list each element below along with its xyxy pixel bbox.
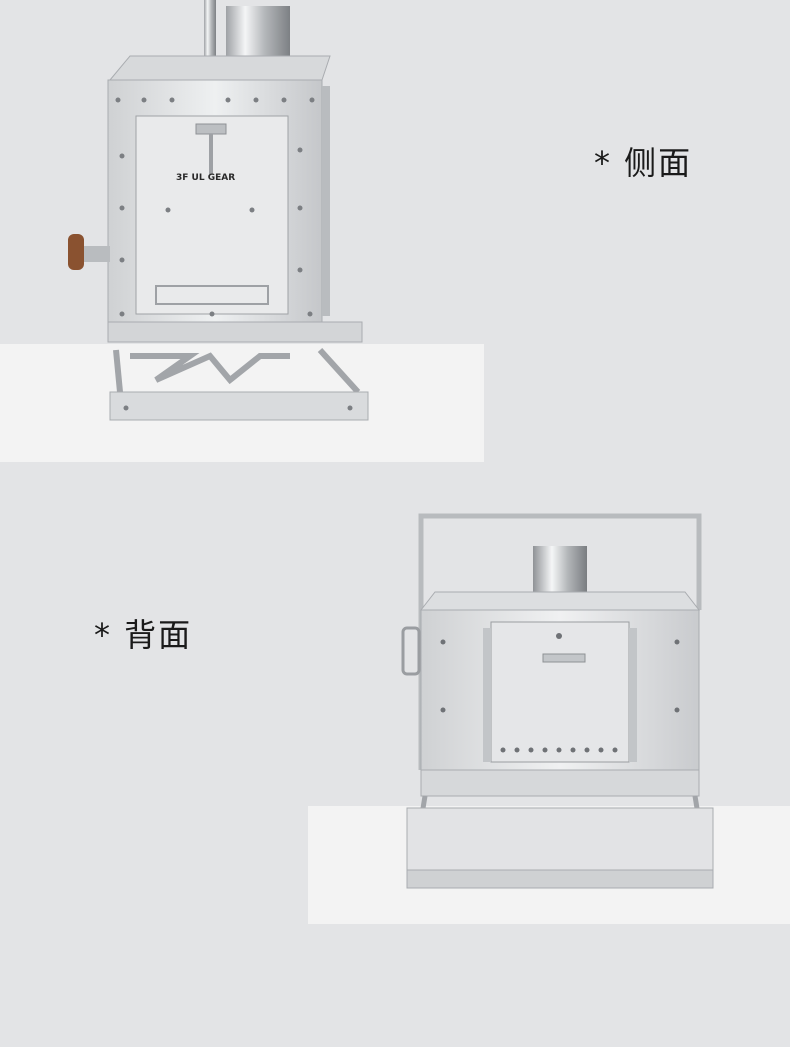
stove-back-view-image (401, 513, 714, 889)
stove-side-view-image: 3F UL GEAR (68, 0, 369, 421)
stove-back-door (490, 621, 630, 763)
bottom-tray (406, 807, 714, 871)
caption-back-view: * 背面 (94, 616, 193, 654)
wood-handle (68, 234, 84, 270)
brand-logo: 3F UL GEAR (176, 173, 235, 183)
bottom-tray (109, 391, 369, 421)
caption-side-view: * 侧面 (594, 144, 693, 182)
